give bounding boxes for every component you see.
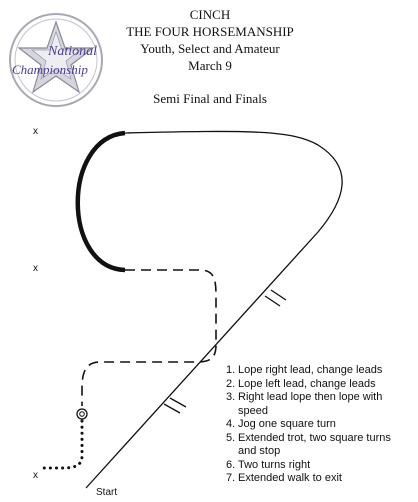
- star-badge-icon: [9, 13, 103, 107]
- logo-text-championship: Championship: [12, 62, 88, 77]
- hash-mark-upper: [264, 289, 287, 307]
- step-text: Lope left lead, change leads: [238, 377, 376, 390]
- speed-lope-line: [75, 130, 126, 273]
- step-number: 3.: [226, 391, 236, 403]
- step-item: 7.Extended walk to exit: [226, 472, 406, 486]
- step-item: 5.Extended trot, two square turns and st…: [226, 432, 406, 459]
- turn-circle: [76, 408, 88, 420]
- marker-x-top: x: [33, 126, 38, 137]
- step-number: 7.: [226, 472, 236, 484]
- step-text: Right lead lope then lope with speed: [238, 391, 383, 417]
- trot-line: [81, 269, 217, 406]
- national-championship-logo: National Championship: [4, 8, 108, 117]
- header-line-round: Semi Final and Finals: [153, 91, 267, 106]
- hash-mark-lower: [163, 397, 187, 414]
- step-text: Lope right lead, change leads: [238, 364, 383, 376]
- walk-line: [38, 419, 84, 470]
- step-text: Two turns right: [238, 458, 311, 471]
- lope-line: [85, 130, 343, 489]
- step-item: 2.Lope left lead, change leads: [226, 378, 406, 392]
- header-line-divisions: Youth, Select and Amateur: [140, 41, 280, 56]
- pattern-steps: 1.Lope right lead, change leads 2.Lope l…: [226, 364, 406, 486]
- header-line-title: THE FOUR HORSEMANSHIP: [126, 24, 294, 39]
- header-line-cinch: CINCH: [189, 7, 231, 22]
- step-number: 2.: [226, 377, 236, 390]
- step-item: 3.Right lead lope then lope with speed: [226, 391, 406, 418]
- step-number: 4.: [226, 418, 236, 430]
- step-text: Jog one square turn: [238, 418, 336, 430]
- logo-text-national: National: [47, 44, 97, 59]
- step-text: Extended trot, two square turns and stop: [238, 431, 391, 458]
- step-number: 6.: [226, 458, 236, 471]
- step-number: 5.: [226, 431, 236, 444]
- marker-x-bottom: x: [33, 470, 38, 481]
- marker-x-middle: x: [33, 263, 38, 274]
- step-number: 1.: [226, 364, 236, 376]
- step-item: 4.Jog one square turn: [226, 418, 406, 432]
- step-item: 1.Lope right lead, change leads: [226, 364, 406, 378]
- step-item: 6.Two turns right: [226, 459, 406, 473]
- start-label: Start: [96, 487, 118, 498]
- step-text: Extended walk to exit: [238, 472, 342, 484]
- header-line-date: March 9: [188, 58, 232, 73]
